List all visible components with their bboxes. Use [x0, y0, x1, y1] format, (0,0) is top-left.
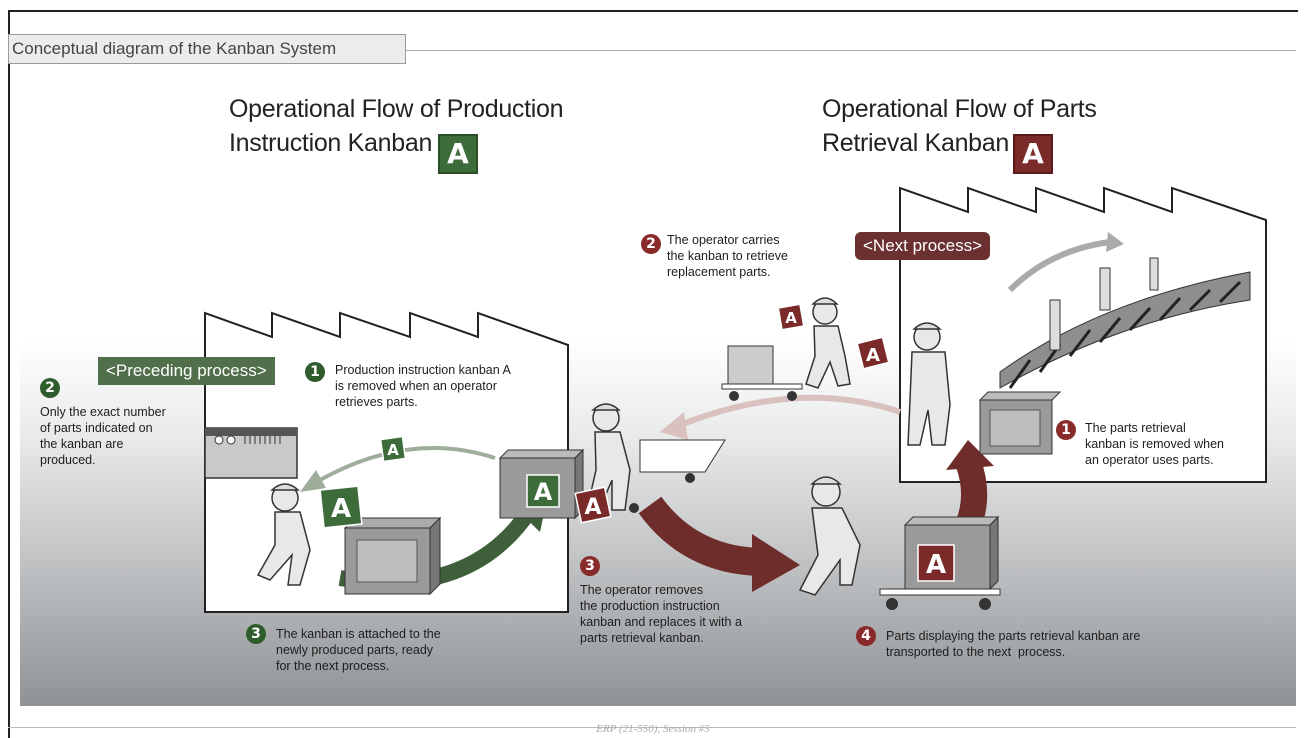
operator-carrier-icon	[805, 297, 851, 389]
right-title-line1: Operational Flow of Parts	[822, 95, 1097, 123]
kanban-card-operator-left: A	[319, 485, 363, 529]
svg-text:A: A	[387, 441, 399, 459]
transport-cart-icon	[629, 439, 726, 513]
right-note-4: Parts displaying the parts retrieval kan…	[886, 629, 1141, 659]
step-number: 3	[246, 624, 266, 644]
left-border	[8, 10, 10, 738]
step-number: 2	[641, 234, 661, 254]
kanban-card-next-operator: A	[856, 336, 890, 370]
retrieval-cart-icon	[721, 345, 803, 401]
assembly-conveyor-icon	[999, 232, 1251, 389]
slide-footer: ERP (21-550), Session #5	[596, 723, 710, 735]
step-number: 1	[1056, 420, 1076, 440]
operator-transport-icon	[798, 476, 861, 596]
kanban-card-return: A	[379, 435, 407, 463]
right-title-line2: Retrieval Kanban	[822, 129, 1009, 157]
production-machine-icon	[204, 427, 298, 479]
header-rule	[406, 50, 1296, 51]
svg-text:A: A	[866, 345, 880, 366]
parts-crate-left-icon	[343, 516, 442, 596]
top-border	[8, 10, 1298, 12]
svg-text:A: A	[584, 495, 601, 520]
svg-text:A: A	[785, 309, 797, 327]
right-note-2: The operator carries the kanban to retri…	[667, 233, 788, 279]
right-note-3: The operator removes the production inst…	[580, 583, 742, 645]
left-note-1: Production instruction kanban A is remov…	[335, 363, 511, 409]
step-number: 3	[580, 556, 600, 576]
svg-text:A: A	[331, 494, 351, 524]
kanban-return-arrow	[319, 445, 496, 482]
retrieval-return-arrow	[678, 394, 901, 428]
left-note-2: Only the exact number of parts indicated…	[40, 405, 166, 467]
parts-transport-arrow	[638, 496, 761, 576]
left-note-3: The kanban is attached to the newly prod…	[276, 627, 441, 673]
svg-text:A: A	[534, 478, 553, 506]
right-note-1: The parts retrieval kanban is removed wh…	[1085, 421, 1224, 467]
operator-next-icon	[907, 322, 951, 446]
svg-text:A: A	[926, 550, 946, 580]
kanban-card-cart-crate: A	[917, 544, 955, 582]
production-kanban-badge: A	[438, 134, 478, 174]
left-title-line1: Operational Flow of Production	[229, 95, 564, 123]
kanban-card-crate-middle: A	[526, 474, 560, 508]
kanban-card-middle-hand: A	[574, 486, 612, 524]
operator-left-icon	[256, 483, 311, 586]
step-number: 1	[305, 362, 325, 382]
preceding-process-tag: <Preceding process>	[98, 357, 275, 385]
step-number: 2	[40, 378, 60, 398]
next-process-tag: <Next process>	[855, 232, 991, 260]
retrieval-kanban-badge: A	[1013, 134, 1053, 174]
footer-rule	[8, 727, 1296, 728]
step-number: 4	[856, 626, 876, 646]
parts-crate-next-icon	[978, 391, 1062, 455]
kanban-card-carrier: A	[777, 303, 805, 331]
left-title-line2: Instruction Kanban	[229, 129, 433, 157]
diagram-header: Conceptual diagram of the Kanban System	[8, 34, 406, 64]
